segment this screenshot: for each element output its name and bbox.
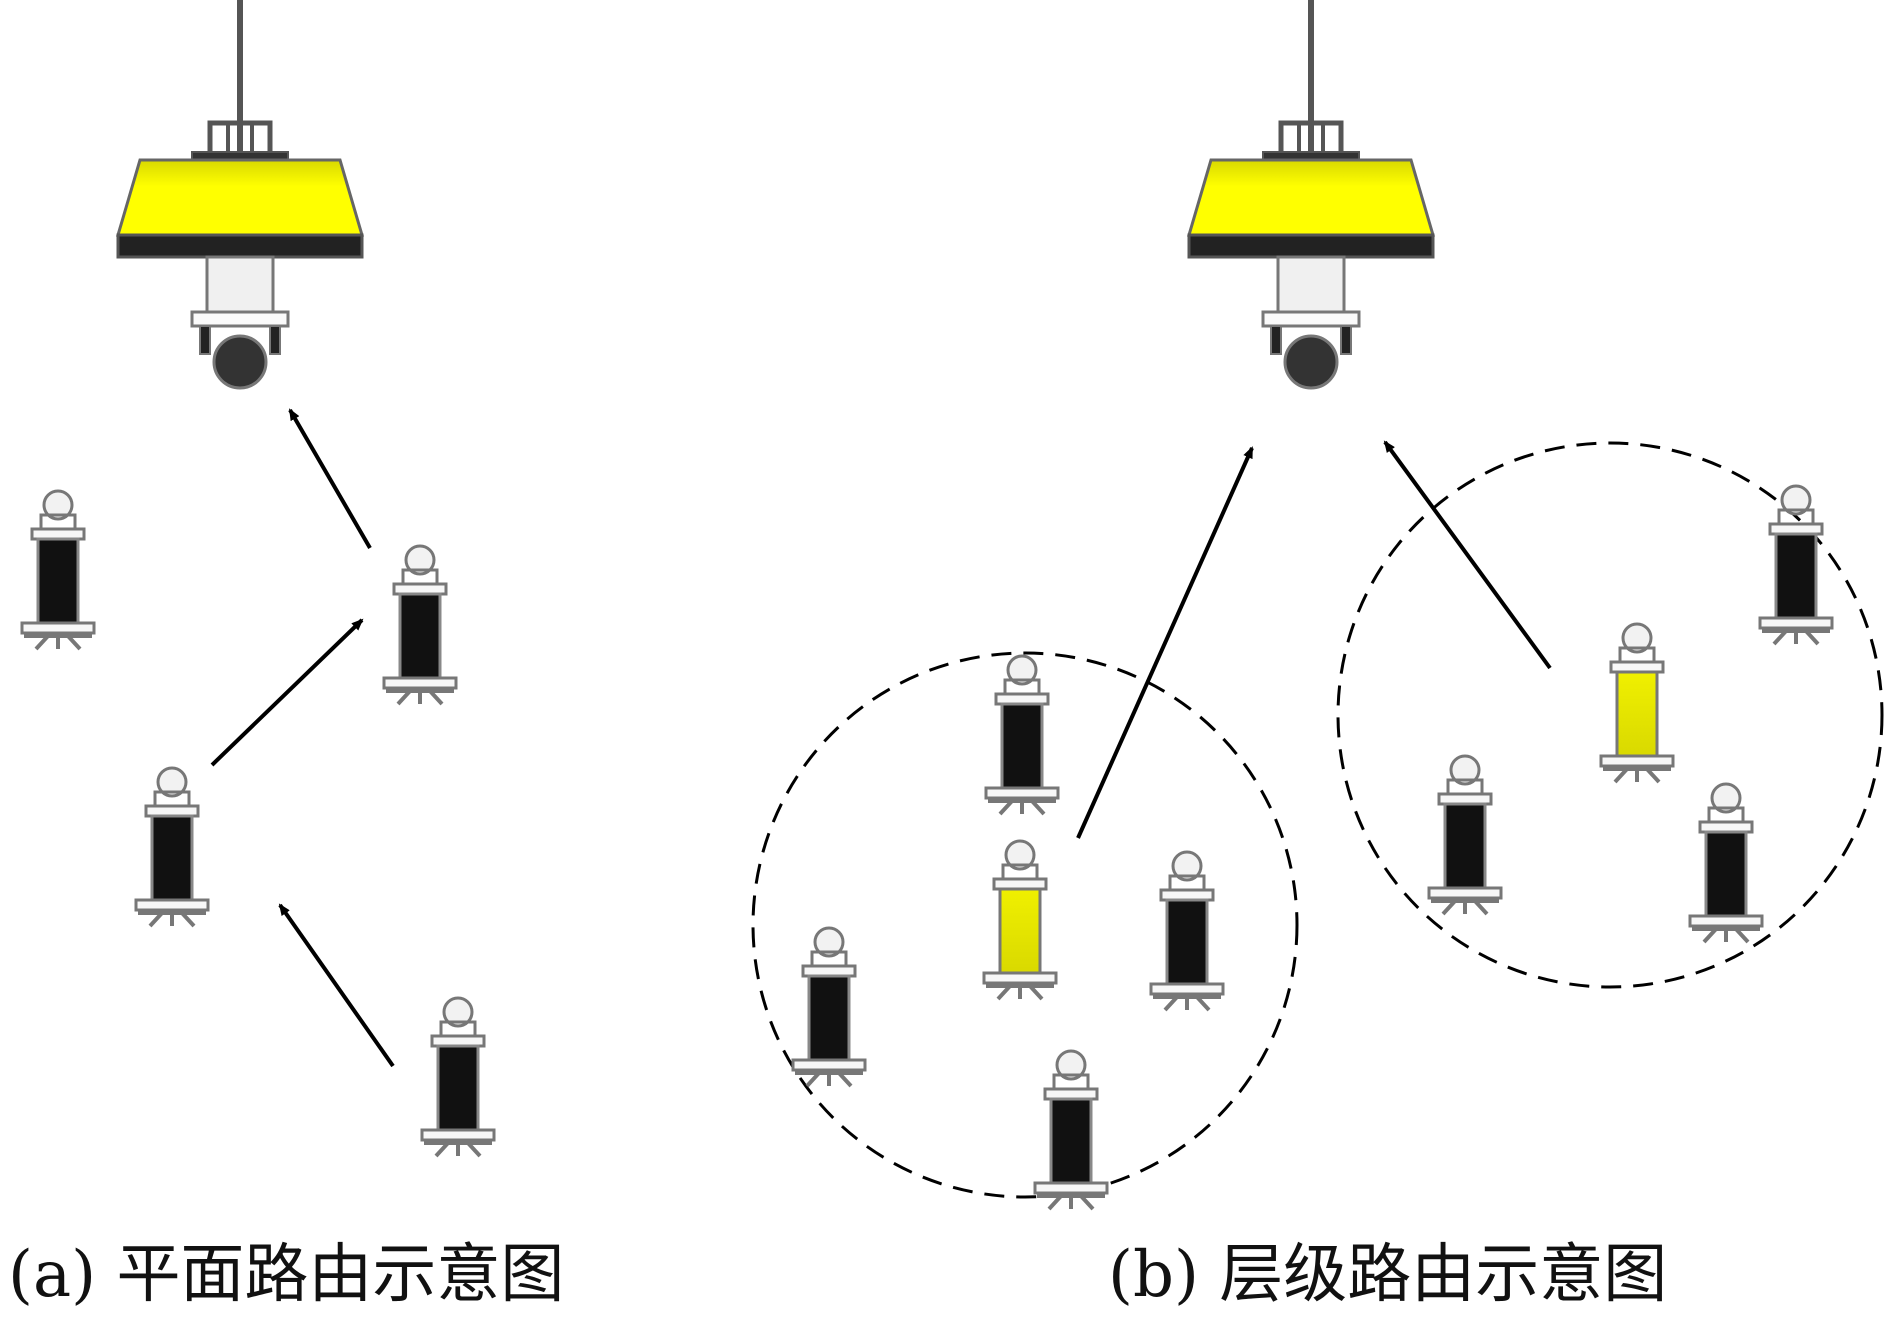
routing-arrow — [288, 408, 372, 550]
sensor-node — [1033, 1049, 1109, 1211]
sensor-node — [20, 489, 96, 651]
caption-a: (a) 平面路由示意图 — [8, 1238, 565, 1312]
cluster-boundary-1 — [751, 651, 1299, 1199]
cluster-head-node — [982, 839, 1058, 1001]
cluster-boundary-2 — [1336, 441, 1884, 989]
routing-arrow — [278, 903, 395, 1068]
panel-a — [20, 0, 496, 1158]
sensor-node — [420, 996, 496, 1158]
sensor-node — [1427, 754, 1503, 916]
routing-arrow — [1383, 440, 1552, 670]
caption-b: (b) 层级路由示意图 — [1108, 1238, 1668, 1312]
sensor-node — [1688, 782, 1764, 944]
sensor-node — [134, 766, 210, 928]
routing-arrow — [1076, 446, 1254, 839]
sensor-node — [1149, 850, 1225, 1012]
cluster-head-node — [1599, 622, 1675, 784]
sink-buoy-a — [118, 0, 362, 388]
sensor-node — [1758, 484, 1834, 646]
sensor-node — [791, 926, 867, 1088]
sensor-node — [382, 544, 458, 706]
panel-b — [751, 0, 1884, 1211]
sink-buoy-b — [1189, 0, 1433, 388]
sensor-node — [984, 654, 1060, 816]
routing-arrow — [210, 618, 364, 767]
